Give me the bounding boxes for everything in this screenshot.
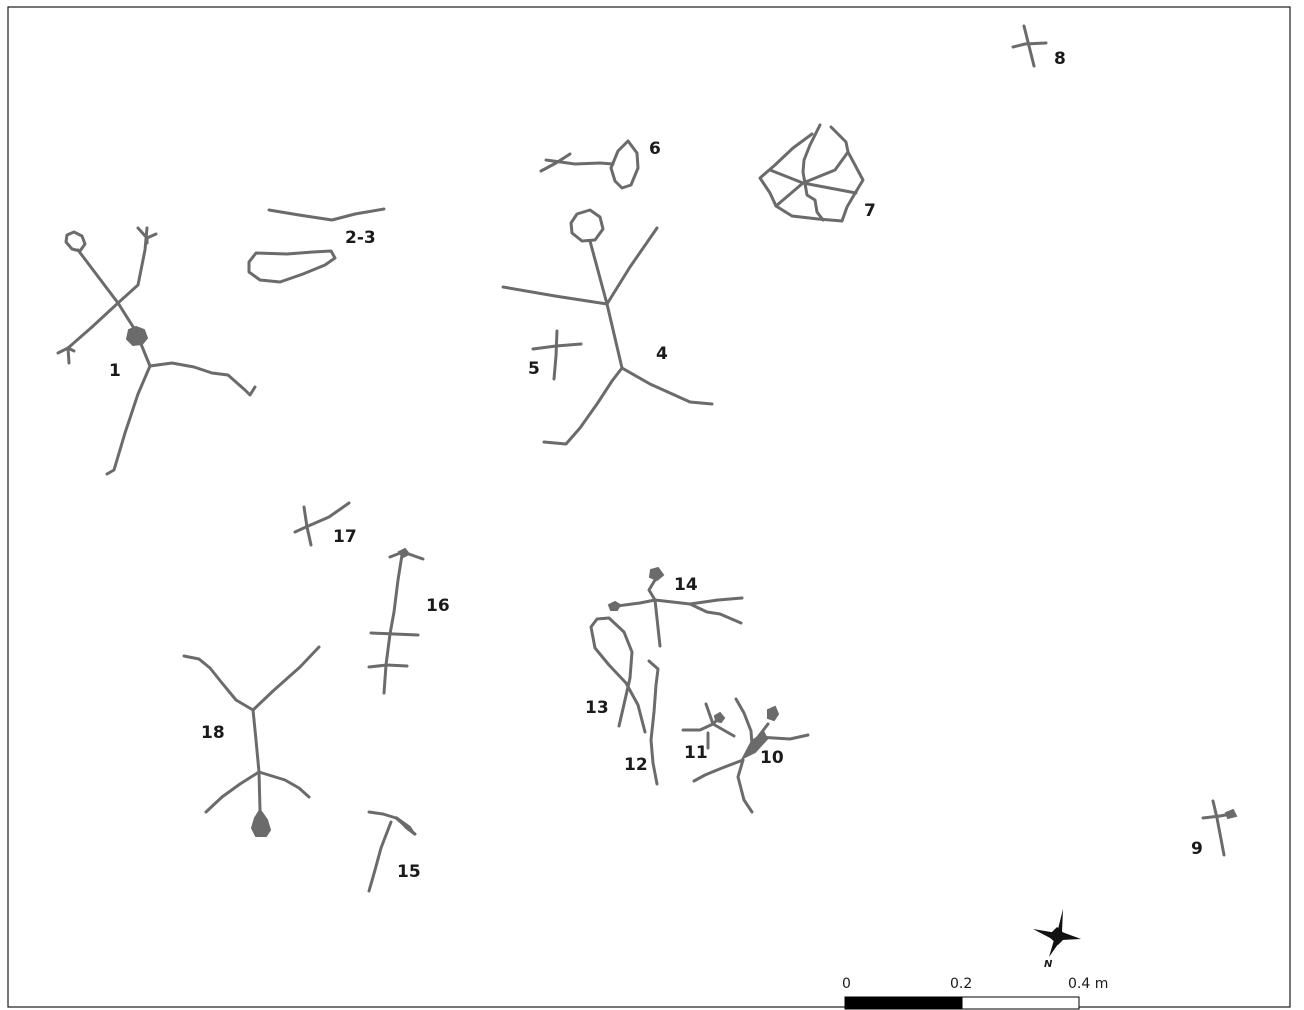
label-fig-13: 13 [585,698,609,718]
label-fig-11: 11 [684,743,708,763]
scale-tick-0-4-m: 0.4 m [1068,976,1108,992]
figure-8 [1011,24,1048,68]
scale-bar-black-segment [844,996,963,1010]
figure-labels: 1 2-3 4 5 6 7 8 9 10 11 12 13 14 15 16 1… [109,49,1203,882]
label-fig-5: 5 [528,359,540,379]
figure-17 [293,501,351,547]
figure-12 [647,659,660,786]
label-fig-2-3: 2-3 [345,228,376,248]
scale-bar-white-segment [961,996,1080,1010]
figure-6 [539,139,640,190]
label-fig-10: 10 [760,748,784,768]
label-fig-12: 12 [624,755,648,775]
scale-tick-0-2: 0.2 [950,976,972,992]
figure-1 [56,226,257,476]
label-fig-15: 15 [397,862,421,882]
label-fig-16: 16 [426,596,450,616]
figure-18 [182,645,321,837]
figure-15 [367,810,417,893]
figure-7 [758,123,865,223]
figure-11 [681,702,736,750]
label-fig-1: 1 [109,361,121,381]
label-fig-17: 17 [333,527,357,547]
north-arrow: N [1033,909,1081,970]
label-fig-18: 18 [201,723,225,743]
label-fig-4: 4 [656,344,668,364]
figure-9 [1201,799,1238,857]
compass-center-icon [1048,927,1067,945]
label-fig-14: 14 [674,575,698,595]
scale-bar: 0 0.2 0.4 m [842,976,1108,1010]
scale-tick-0: 0 [842,976,851,992]
label-fig-6: 6 [649,139,661,159]
figure-16 [367,547,425,695]
map-frame [7,6,1291,1008]
north-label: N [1044,959,1053,970]
figure-5 [531,329,583,381]
figure-10 [692,697,810,814]
figure-2-3 [247,207,386,284]
figure-13 [589,616,647,734]
label-fig-7: 7 [864,201,876,221]
label-fig-8: 8 [1054,49,1066,69]
label-fig-9: 9 [1191,839,1203,859]
figure-14 [607,566,744,648]
figure-4 [501,208,714,446]
